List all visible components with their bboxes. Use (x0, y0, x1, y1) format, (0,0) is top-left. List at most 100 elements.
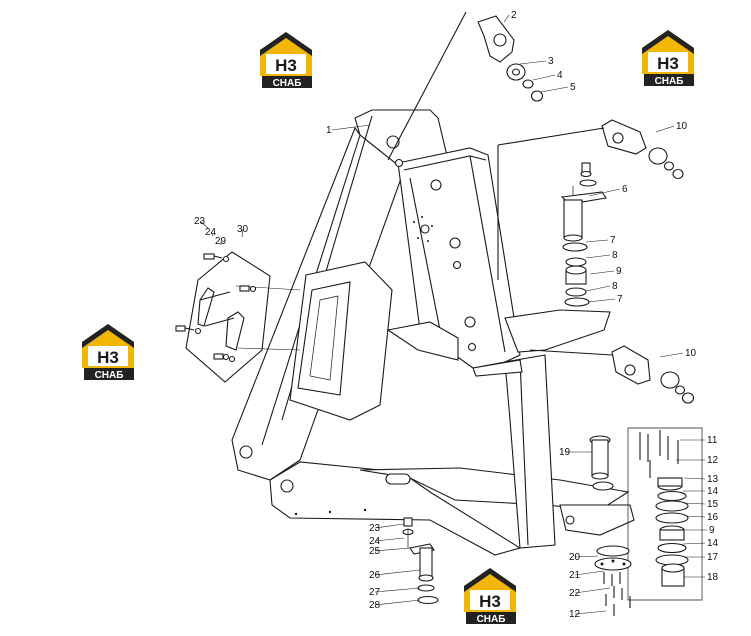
callout-number: 23 (194, 216, 206, 227)
callout-number: 16 (707, 512, 719, 523)
callout-number: 28 (369, 600, 381, 611)
callout-number: 14 (707, 538, 719, 549)
callout-c14a: 14 (683, 486, 719, 497)
callout-c14b: 14 (682, 538, 719, 549)
callout-leader-line (683, 477, 706, 480)
callout-number: 18 (707, 572, 719, 583)
top-hinge-pin-assembly (387, 11, 544, 161)
callout-c23a: 23 (194, 216, 209, 229)
callout-leader-line (683, 502, 706, 505)
callout-number: 25 (369, 546, 381, 557)
callout-c8a: 8 (585, 250, 618, 261)
callout-c24b: 24 (369, 536, 405, 547)
callout-number: 10 (676, 121, 688, 132)
callout-leader-line (519, 60, 547, 65)
callout-c10b: 10 (659, 348, 697, 359)
callout-c22: 22 (569, 587, 611, 599)
callout-c2: 2 (503, 10, 517, 23)
callout-leader-line (585, 239, 609, 243)
right-upper-pin-assembly (497, 119, 684, 280)
callout-leader-line (585, 285, 611, 292)
callout-c7b: 7 (587, 294, 623, 305)
callout-leader-line (574, 570, 605, 576)
callout-c24a: 24 (205, 227, 217, 238)
callout-number: 8 (612, 281, 618, 292)
callout-leader-line (540, 86, 569, 93)
lower-flange-assembly (594, 545, 632, 616)
callout-leader-line (374, 547, 411, 552)
callout-c12b: 12 (569, 609, 607, 620)
logo-word-text: СНАБ (273, 78, 302, 89)
callout-c20: 20 (569, 552, 599, 563)
callout-c21: 21 (569, 570, 605, 581)
callout-number: 14 (707, 486, 719, 497)
callout-leader-line (374, 537, 405, 542)
callout-leader-line (585, 254, 611, 259)
callout-c26: 26 (369, 569, 421, 581)
main-frame-part (231, 109, 635, 556)
callout-c1: 1 (326, 124, 371, 136)
callout-number: 8 (612, 250, 618, 261)
callout-number: 9 (709, 525, 715, 536)
callout-leader-line (574, 555, 599, 558)
callout-number: 3 (548, 56, 554, 67)
callout-number: 24 (369, 536, 381, 547)
callout-number: 21 (569, 570, 581, 581)
brand-logo-bottom: H3 СНАБ (464, 568, 516, 625)
callout-c4: 4 (532, 70, 563, 81)
callout-leader-line (588, 188, 621, 197)
right-damper-stack (627, 427, 703, 601)
callout-number: 10 (685, 348, 697, 359)
mount-pin-stack (560, 162, 607, 307)
callout-c28: 28 (369, 599, 421, 611)
callout-number: 6 (622, 184, 628, 195)
callout-number: 11 (707, 435, 718, 446)
callout-number: 13 (707, 474, 719, 485)
callout-leader-line (685, 515, 706, 518)
callout-leader-line (374, 587, 421, 593)
callout-c10a: 10 (655, 121, 688, 133)
callout-leader-line (199, 220, 209, 229)
pin-19 (589, 435, 614, 491)
callout-leader-line (655, 125, 675, 133)
callout-c15: 15 (683, 499, 719, 510)
callout-c6: 6 (588, 184, 628, 197)
callout-number: 15 (707, 499, 719, 510)
right-lower-pin-assembly (529, 345, 695, 404)
callout-number: 26 (369, 570, 381, 581)
callout-number: 7 (617, 294, 623, 305)
callout-leader-line (659, 352, 684, 358)
callout-c19: 19 (559, 447, 592, 458)
callout-leader-line (682, 542, 706, 545)
callout-c30: 30 (237, 224, 249, 238)
callout-leader-line (241, 228, 244, 238)
callout-number: 17 (707, 552, 719, 563)
logo-word-text: СНАБ (477, 614, 506, 625)
callout-number: 1 (326, 125, 332, 136)
callout-number: 7 (610, 235, 616, 246)
callout-c3: 3 (519, 56, 554, 67)
callout-leader-line (574, 587, 611, 594)
callout-c25: 25 (369, 546, 411, 557)
logo-mark-text: H3 (479, 592, 501, 611)
callout-c8b: 8 (585, 281, 618, 292)
logo-word-text: СНАБ (655, 76, 684, 87)
logo-mark-text: H3 (657, 54, 679, 73)
lower-center-pin-assembly (402, 517, 439, 605)
callout-c27: 27 (369, 587, 421, 598)
callout-number: 12 (707, 455, 719, 466)
callout-number: 12 (569, 609, 581, 620)
callout-leader-line (574, 610, 607, 615)
callout-leader-line (210, 231, 214, 237)
callout-number: 27 (369, 587, 381, 598)
callout-leader-line (587, 298, 616, 303)
callout-c13: 13 (683, 474, 719, 485)
callout-number: 23 (369, 523, 381, 534)
callout-c18: 18 (684, 572, 719, 583)
callout-c16: 16 (685, 512, 719, 523)
logo-word-text: СНАБ (95, 370, 124, 381)
brand-logo-top-left: H3 СНАБ (260, 32, 312, 89)
